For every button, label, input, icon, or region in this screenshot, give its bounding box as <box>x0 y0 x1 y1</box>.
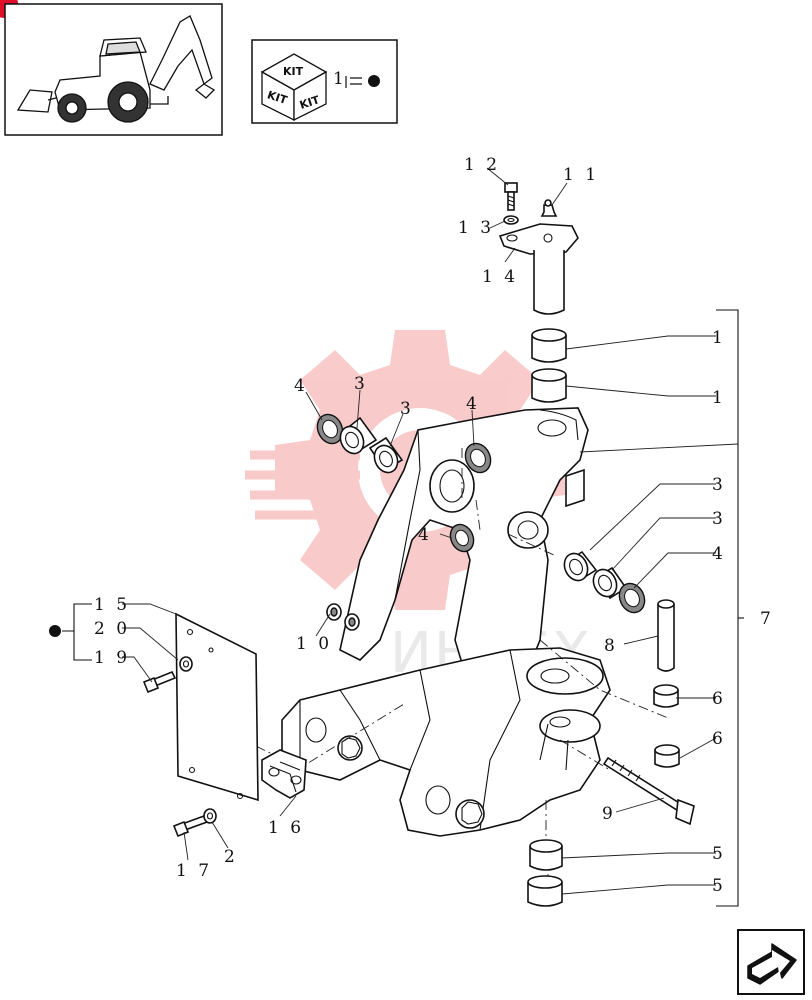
machine-thumbnail <box>4 3 223 136</box>
kit-dot-icon <box>49 625 61 637</box>
kit-dot-icon <box>368 75 380 87</box>
callout-5-upper: 5 <box>712 844 726 864</box>
callout-14: 1 4 <box>482 267 518 287</box>
callout-9: 9 <box>602 804 616 824</box>
callout-10: 1 0 <box>296 634 332 654</box>
callout-16: 1 6 <box>268 818 304 838</box>
clip-16 <box>261 749 307 799</box>
leader-lines <box>122 167 739 895</box>
bushing-pair-top <box>531 328 567 403</box>
callout-5-lower: 5 <box>712 876 726 896</box>
callout-3-right-b: 3 <box>712 509 726 529</box>
callout-8: 8 <box>604 636 618 656</box>
pin-and-bushings-6 <box>653 599 680 768</box>
kit-cube-icon: KIT KIT KIT <box>260 53 328 122</box>
next-page-button[interactable] <box>737 929 805 995</box>
left-bushing-stack <box>316 413 492 553</box>
callout-11: 1 1 <box>563 165 599 185</box>
plate-assembly <box>142 612 259 838</box>
swing-frame <box>281 407 611 837</box>
kit-legend-box: KIT KIT KIT 1 <box>251 39 398 124</box>
equals-mark-icon <box>345 76 362 88</box>
backhoe-loader-icon <box>16 15 216 123</box>
callout-4-mid: 4 <box>418 525 432 545</box>
callout-20: 2 0 <box>94 619 130 639</box>
callout-3-left-a: 3 <box>354 374 368 394</box>
callout-6-upper: 6 <box>712 689 726 709</box>
callout-3-right-a: 3 <box>712 475 726 495</box>
callout-17: 1 7 <box>176 861 212 881</box>
kit-label-top: KIT <box>283 65 304 78</box>
callout-19: 1 9 <box>94 648 130 668</box>
legend-bracket-left <box>49 603 92 661</box>
callout-3-left-b: 3 <box>400 399 414 419</box>
callout-4-top: 4 <box>466 394 480 414</box>
callout-labels: 1 2 1 1 1 3 1 4 1 1 4 3 3 4 3 3 4 4 7 8 … <box>94 155 774 896</box>
callout-13: 1 3 <box>458 218 494 238</box>
callout-2: 2 <box>224 847 238 867</box>
callout-15: 1 5 <box>94 595 130 615</box>
kit-ref-number: 1 <box>333 69 347 89</box>
right-bushing-stack <box>563 550 646 614</box>
callout-4-left: 4 <box>294 376 308 396</box>
kit-label-left: KIT <box>266 88 290 107</box>
bushing-pair-bottom <box>527 839 563 907</box>
long-bolt-9 <box>602 756 695 826</box>
top-pin-assembly <box>498 182 579 315</box>
callout-12: 1 2 <box>464 155 500 175</box>
callout-7: 7 <box>760 609 774 629</box>
callout-1-upper: 1 <box>712 328 726 348</box>
callout-6-lower: 6 <box>712 729 726 749</box>
grease-nipples-10 <box>326 603 360 631</box>
callout-4-right: 4 <box>712 544 726 564</box>
callout-1-lower: 1 <box>712 388 726 408</box>
kit-label-right: KIT <box>298 93 322 112</box>
bracket-7 <box>716 309 744 907</box>
